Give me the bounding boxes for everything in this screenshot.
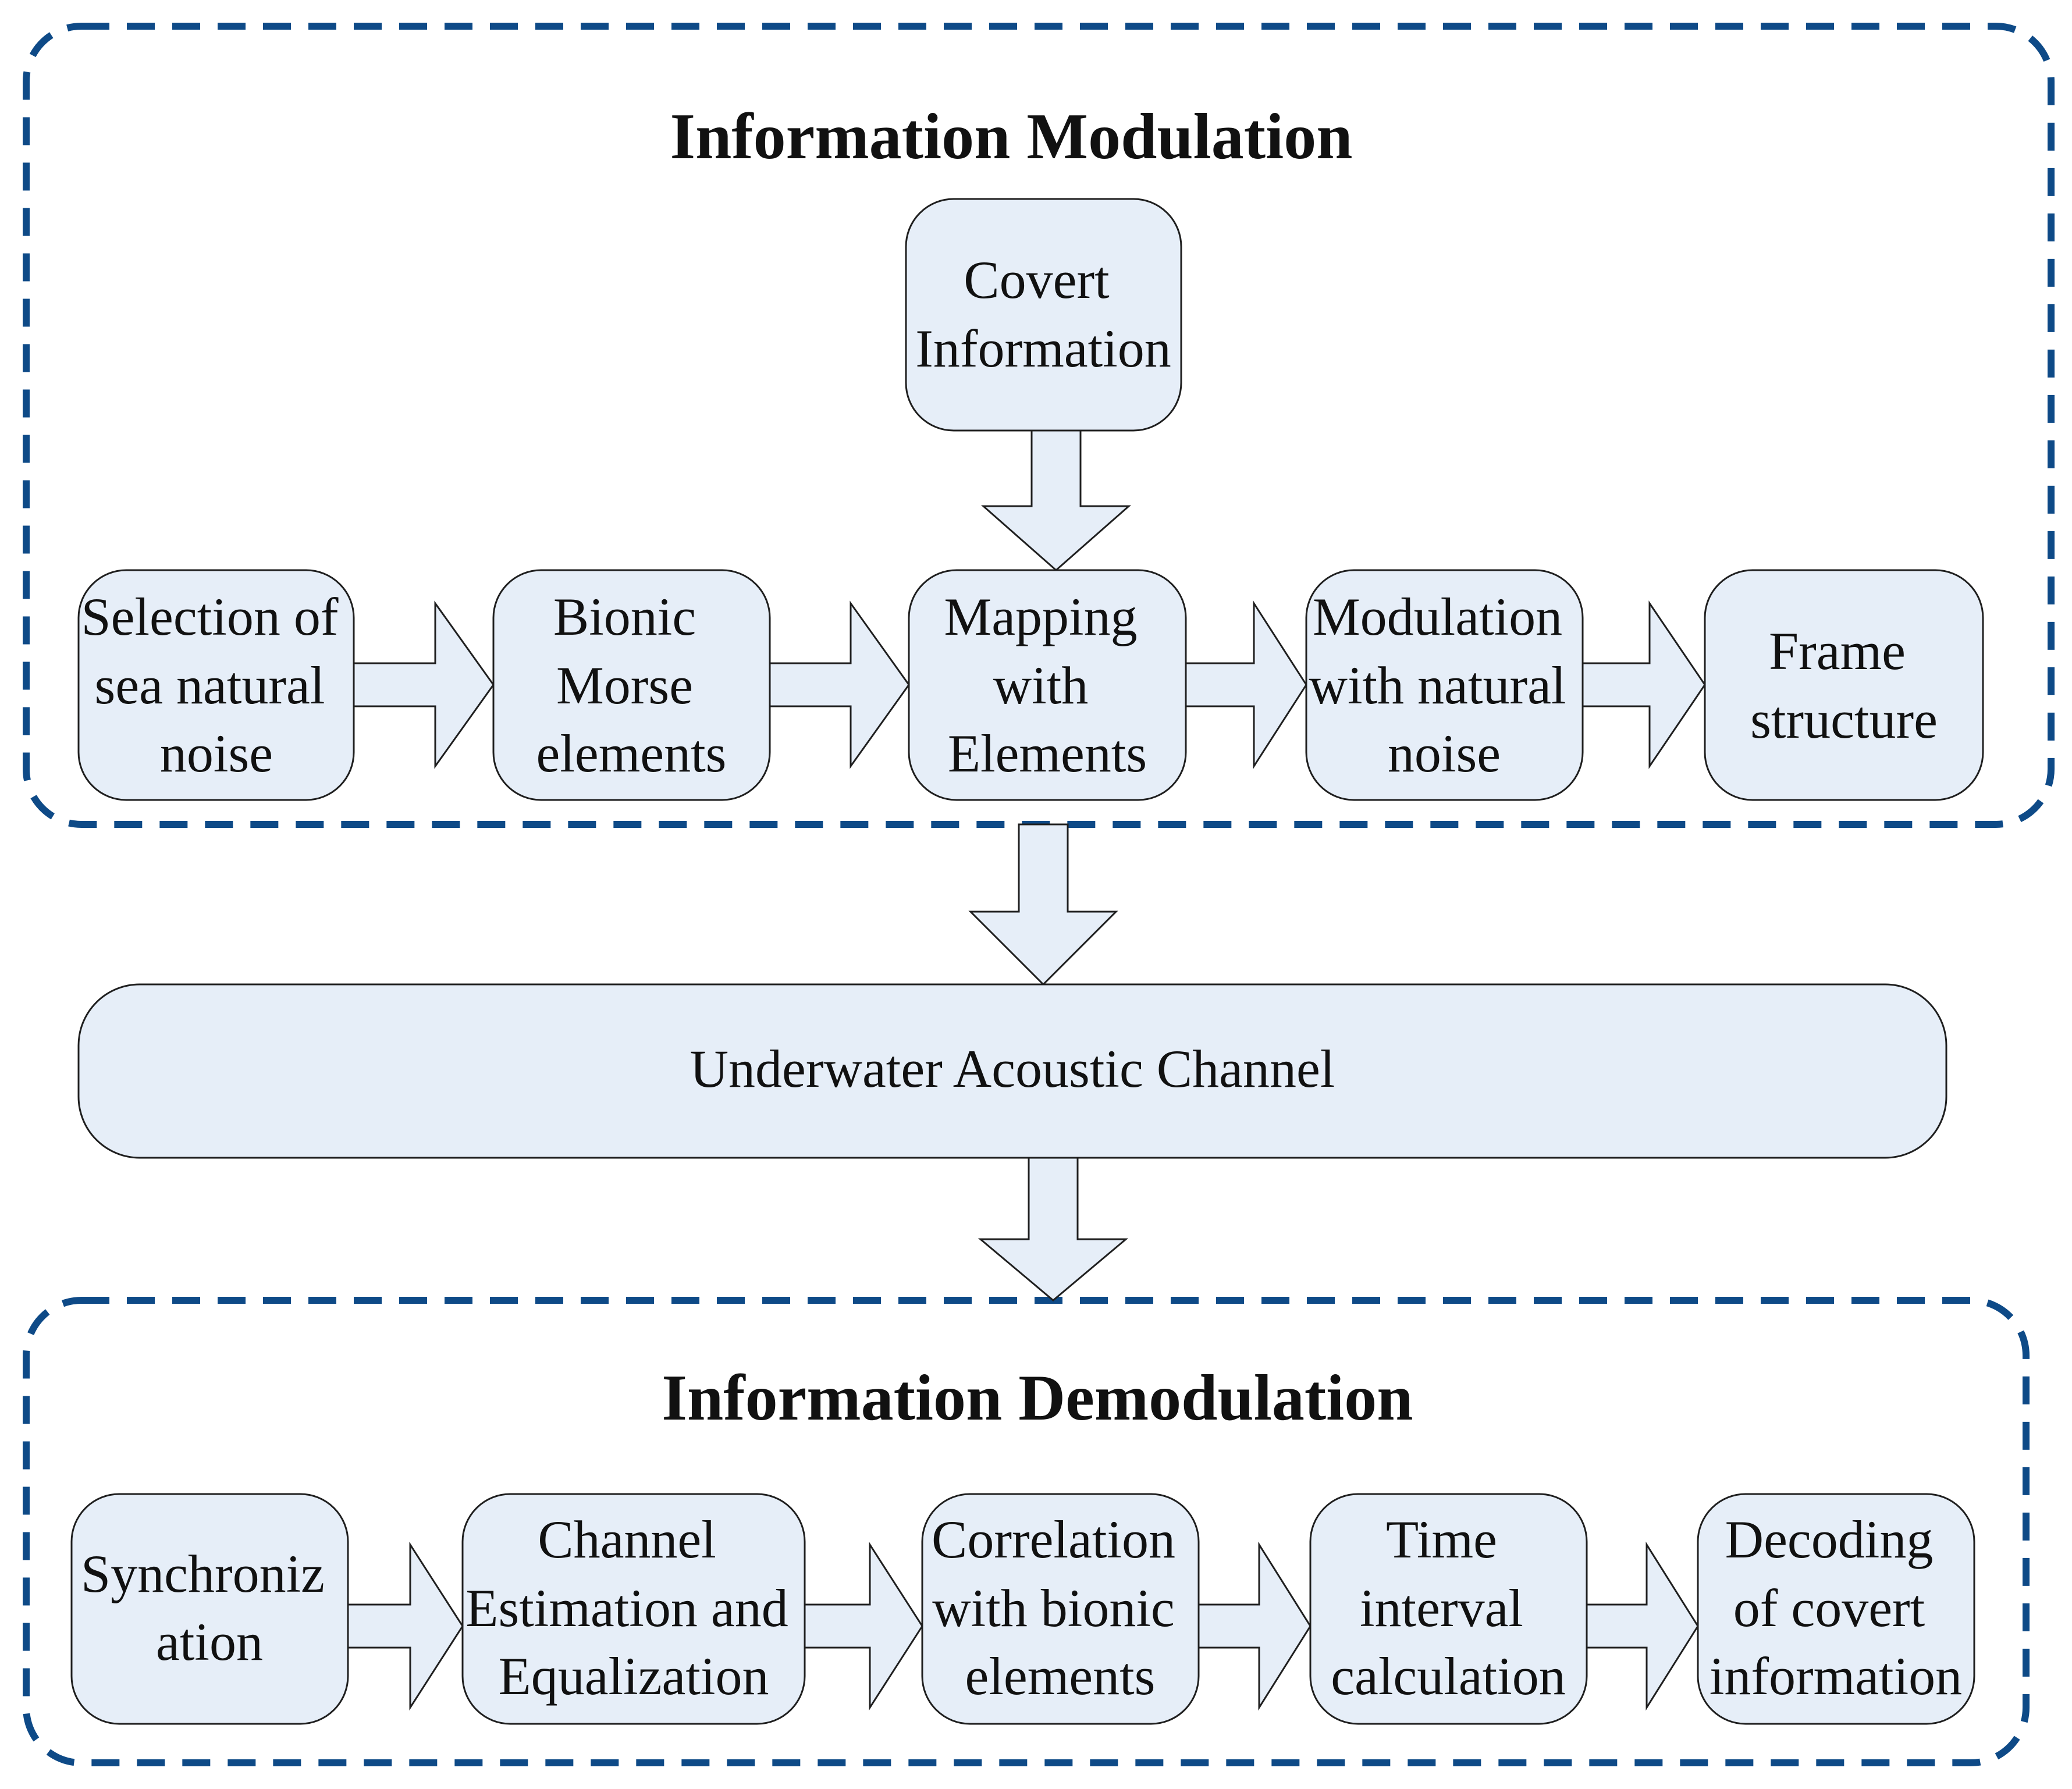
step-modulation-natural-noise-line-1: Modulation: [1313, 587, 1562, 646]
step-correlation-line-1: Correlation: [932, 1510, 1175, 1569]
step-correlation-bionic-elements: Correlation with bionic elements: [921, 1493, 1200, 1725]
step-channel-estimation-line-2: Estimation and: [465, 1578, 788, 1638]
step-bionic-morse-elements-line-3: elements: [536, 724, 727, 783]
step-mapping-with-elements-line-2: with: [993, 656, 1089, 715]
svg-text:Mapping with Eleme: Mapping with Elements: [944, 587, 1150, 783]
step-modulation-natural-noise-line-2: with natural: [1309, 656, 1566, 715]
step-time-interval-calculation: Time interval calculation: [1309, 1493, 1588, 1725]
covert-information-line-2: Information: [915, 319, 1171, 378]
svg-text:Covert Information: Covert Information: [915, 250, 1171, 378]
step-decoding-covert-information: Decoding of covert information: [1697, 1493, 1975, 1725]
step-synchronization-line-1: Synchroniz: [81, 1544, 325, 1603]
arrow-correlation-to-time: [1197, 1541, 1312, 1711]
step-sea-noise-selection-line-1: Selection of: [81, 587, 339, 646]
step-mapping-with-elements-line-1: Mapping: [944, 587, 1137, 646]
step-decoding-line-1: Decoding: [1725, 1510, 1934, 1569]
svg-text:Channel Estimation and: Channel Estimation and Equalization: [465, 1510, 801, 1706]
step-sea-noise-selection: Selection of sea natural noise: [77, 569, 355, 801]
svg-text:Selection of sea natural: Selection of sea natural noise: [81, 587, 352, 783]
modulation-title: Information Modulation: [670, 101, 1353, 173]
step-bionic-morse-elements-line-2: Morse: [556, 656, 693, 715]
step-correlation-line-2: with bionic: [932, 1578, 1175, 1638]
svg-text:Frame structure: Frame structure: [1750, 621, 1938, 749]
arrow-covert-to-mapping: [981, 429, 1131, 571]
arrow-noise-to-bionic: [353, 600, 495, 769]
step-channel-estimation-line-3: Equalization: [499, 1646, 769, 1706]
demodulation-group-frame: [23, 1297, 2030, 1766]
arrow-sync-to-channel-est: [347, 1541, 464, 1711]
covert-information-box: Covert Information: [905, 198, 1182, 432]
step-channel-estimation-equalization: Channel Estimation and Equalization: [461, 1493, 806, 1725]
step-decoding-line-2: of covert: [1733, 1578, 1925, 1638]
step-decoding-line-3: information: [1710, 1646, 1962, 1706]
step-time-interval-line-3: calculation: [1331, 1646, 1566, 1706]
svg-text:Synchroniz ation: Synchroniz ation: [81, 1544, 338, 1671]
step-modulation-natural-noise-line-3: noise: [1388, 724, 1501, 783]
step-synchronization-line-2: ation: [156, 1612, 263, 1671]
demodulation-title: Information Demodulation: [662, 1362, 1413, 1434]
step-frame-structure: Frame structure: [1704, 569, 1984, 801]
arrows: [347, 429, 1706, 1711]
step-sea-noise-selection-line-2: sea natural: [95, 656, 325, 715]
svg-text:Modulation with natural: Modulation with natural noise: [1309, 587, 1580, 783]
step-bionic-morse-elements: Bionic Morse elements: [492, 569, 771, 801]
svg-text:Bionic Morse eleme: Bionic Morse elements: [536, 587, 727, 783]
covert-information-line-1: Covert: [964, 250, 1110, 310]
arrow-channel-est-to-correlation: [804, 1541, 923, 1711]
arrow-modulation-to-channel: [968, 823, 1118, 986]
step-mapping-with-elements: Mapping with Elements: [908, 569, 1187, 801]
step-frame-structure-line-1: Frame: [1769, 621, 1906, 681]
step-synchronization: Synchroniz ation: [70, 1493, 349, 1725]
step-mapping-with-elements-line-3: Elements: [948, 724, 1147, 783]
arrow-channel-to-demodulation: [978, 1157, 1129, 1301]
step-frame-structure-line-2: structure: [1750, 690, 1938, 749]
step-sea-noise-selection-line-3: noise: [160, 724, 273, 783]
svg-text:Decoding of covert: Decoding of covert information: [1710, 1510, 1962, 1706]
step-time-interval-line-2: interval: [1360, 1578, 1523, 1638]
step-bionic-morse-elements-line-1: Bionic: [553, 587, 696, 646]
step-channel-estimation-line-1: Channel: [538, 1510, 716, 1569]
svg-text:Time interval calc: Time interval calculation: [1331, 1510, 1566, 1706]
step-modulation-natural-noise: Modulation with natural noise: [1305, 569, 1584, 801]
arrow-mapping-to-modulation: [1185, 600, 1307, 770]
arrow-modulation-to-frame: [1581, 600, 1706, 769]
step-time-interval-line-1: Time: [1386, 1510, 1497, 1569]
underwater-acoustic-channel-label: Underwater Acoustic Channel: [690, 1039, 1335, 1098]
underwater-acoustic-channel-box: Underwater Acoustic Channel: [77, 983, 1947, 1159]
step-correlation-line-3: elements: [965, 1646, 1156, 1706]
arrow-bionic-to-mapping: [769, 600, 910, 769]
arrow-time-to-decoding: [1586, 1541, 1699, 1711]
svg-text:Correlation with bionic: Correlation with bionic elements: [932, 1510, 1189, 1706]
